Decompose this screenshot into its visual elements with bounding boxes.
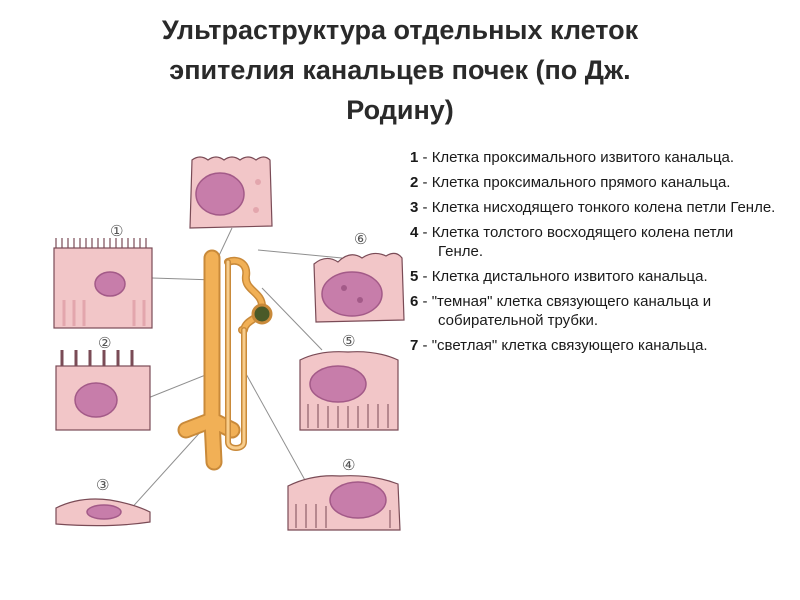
cell-2-microvilli: [60, 350, 134, 366]
cell-4-thick-ascending: [287, 475, 401, 531]
cell-5-basal-folds: [307, 404, 389, 428]
cell-5-distal-convoluted: [299, 351, 399, 431]
leader-line-3: [127, 417, 214, 513]
cell-1-brush-border: [55, 238, 147, 248]
cell-4-basal-folds: [295, 504, 391, 528]
marker-3: ③: [96, 476, 109, 494]
legend-item-5: 5 - Клетка дистального извитого канальца…: [410, 268, 708, 285]
marker-1: ①: [110, 222, 123, 240]
cell-6-nucleus: [321, 271, 383, 317]
leader-line-2: [147, 371, 214, 399]
legend-number-7: 7: [410, 337, 419, 354]
cell-1-nucleus: [94, 271, 126, 297]
legend-item-2: 2 - Клетка проксимального прямого каналь…: [410, 174, 731, 191]
cell-7-light-connecting: [189, 156, 273, 229]
legend-item-4: 4 - Клетка толстого восходящего колена п…: [410, 224, 734, 260]
legend-text-3: Клетка нисходящего тонкого колена петли …: [431, 199, 776, 216]
legend-number-1: 1: [410, 149, 419, 166]
proximal-convoluted-loop-fill: [225, 258, 265, 333]
cell-6-granule: [357, 297, 363, 303]
legend-item-1: 1 - Клетка проксимального извитого канал…: [410, 149, 735, 166]
legend-text-6: "темная" клетка связующего канальца и со…: [431, 293, 712, 329]
legend-number-3: 3: [410, 199, 419, 216]
legend-text-7: "светлая" клетка связующего канальца.: [431, 337, 708, 354]
cell-2-body: [55, 365, 151, 431]
legend-text-5: Клетка дистального извитого канальца.: [431, 268, 708, 285]
cell-7-granule: [253, 207, 259, 213]
legend-item-6: 6 - "темная" клетка связующего канальца …: [410, 293, 712, 329]
legend-text-4: Клетка толстого восходящего колена петли…: [431, 224, 734, 260]
legend-text-2: Клетка проксимального прямого канальца.: [431, 174, 731, 191]
glomerulus: [251, 303, 273, 325]
marker-6: ⑥: [354, 230, 367, 248]
cell-7-granule: [255, 179, 261, 185]
collecting-duct: [177, 249, 241, 471]
leader-lines: [127, 227, 343, 513]
loop-of-henle: [225, 259, 247, 451]
title-line-2: эпителия канальцев почек (по Дж.: [169, 55, 631, 85]
legend-list: 1 - Клетка проксимального извитого канал…: [410, 148, 780, 361]
legend-number-4: 4: [410, 224, 419, 241]
collecting-duct-fill: [179, 251, 239, 469]
cell-6-granule: [341, 285, 347, 291]
title-line-3: Родину): [346, 95, 454, 125]
loop-of-henle-fill: [226, 260, 246, 450]
legend-text-1: Клетка проксимального извитого канальца.: [431, 149, 735, 166]
marker-4: ④: [342, 456, 355, 474]
leader-line-1: [151, 277, 216, 281]
cell-4-nucleus: [329, 481, 387, 519]
legend-item-7: 7 - "светлая" клетка связующего канальца…: [410, 337, 708, 354]
cell-5-body: [299, 351, 399, 431]
cell-1-body: [53, 247, 153, 329]
marker-2: ②: [98, 334, 111, 352]
cell-4-body: [287, 475, 401, 531]
cell-2-proximal-straight: [55, 350, 151, 431]
leader-line-6: [257, 249, 343, 259]
proximal-convoluted-loop: [224, 256, 266, 334]
cell-1-basal-striations: [62, 300, 146, 326]
cell-7-body: [189, 156, 273, 229]
cell-3-body: [55, 498, 151, 527]
title-line-1: Ультраструктура отдельных клеток: [161, 15, 639, 45]
cell-1-proximal-convoluted: [53, 238, 153, 329]
legend-number-2: 2: [410, 174, 419, 191]
cell-6-body: [313, 252, 405, 323]
legend-item-3: 3 - Клетка нисходящего тонкого колена пе…: [410, 199, 776, 216]
leader-line-7: [215, 227, 233, 263]
cell-3-nucleus: [86, 504, 122, 520]
marker-5: ⑤: [342, 332, 355, 350]
legend-number-5: 5: [410, 268, 419, 285]
nephron-tubule: [177, 249, 273, 471]
cell-6-dark-connecting: [313, 252, 405, 323]
cell-2-nucleus: [74, 382, 118, 418]
legend-number-6: 6: [410, 293, 419, 310]
cell-5-nucleus: [309, 365, 367, 403]
cell-3-thin-descending: [55, 498, 151, 527]
cell-7-nucleus: [195, 172, 245, 216]
page-title: Ультраструктура отдельных клеток эпители…: [20, 10, 780, 130]
leader-line-5: [261, 287, 323, 351]
leader-line-4: [244, 371, 307, 483]
